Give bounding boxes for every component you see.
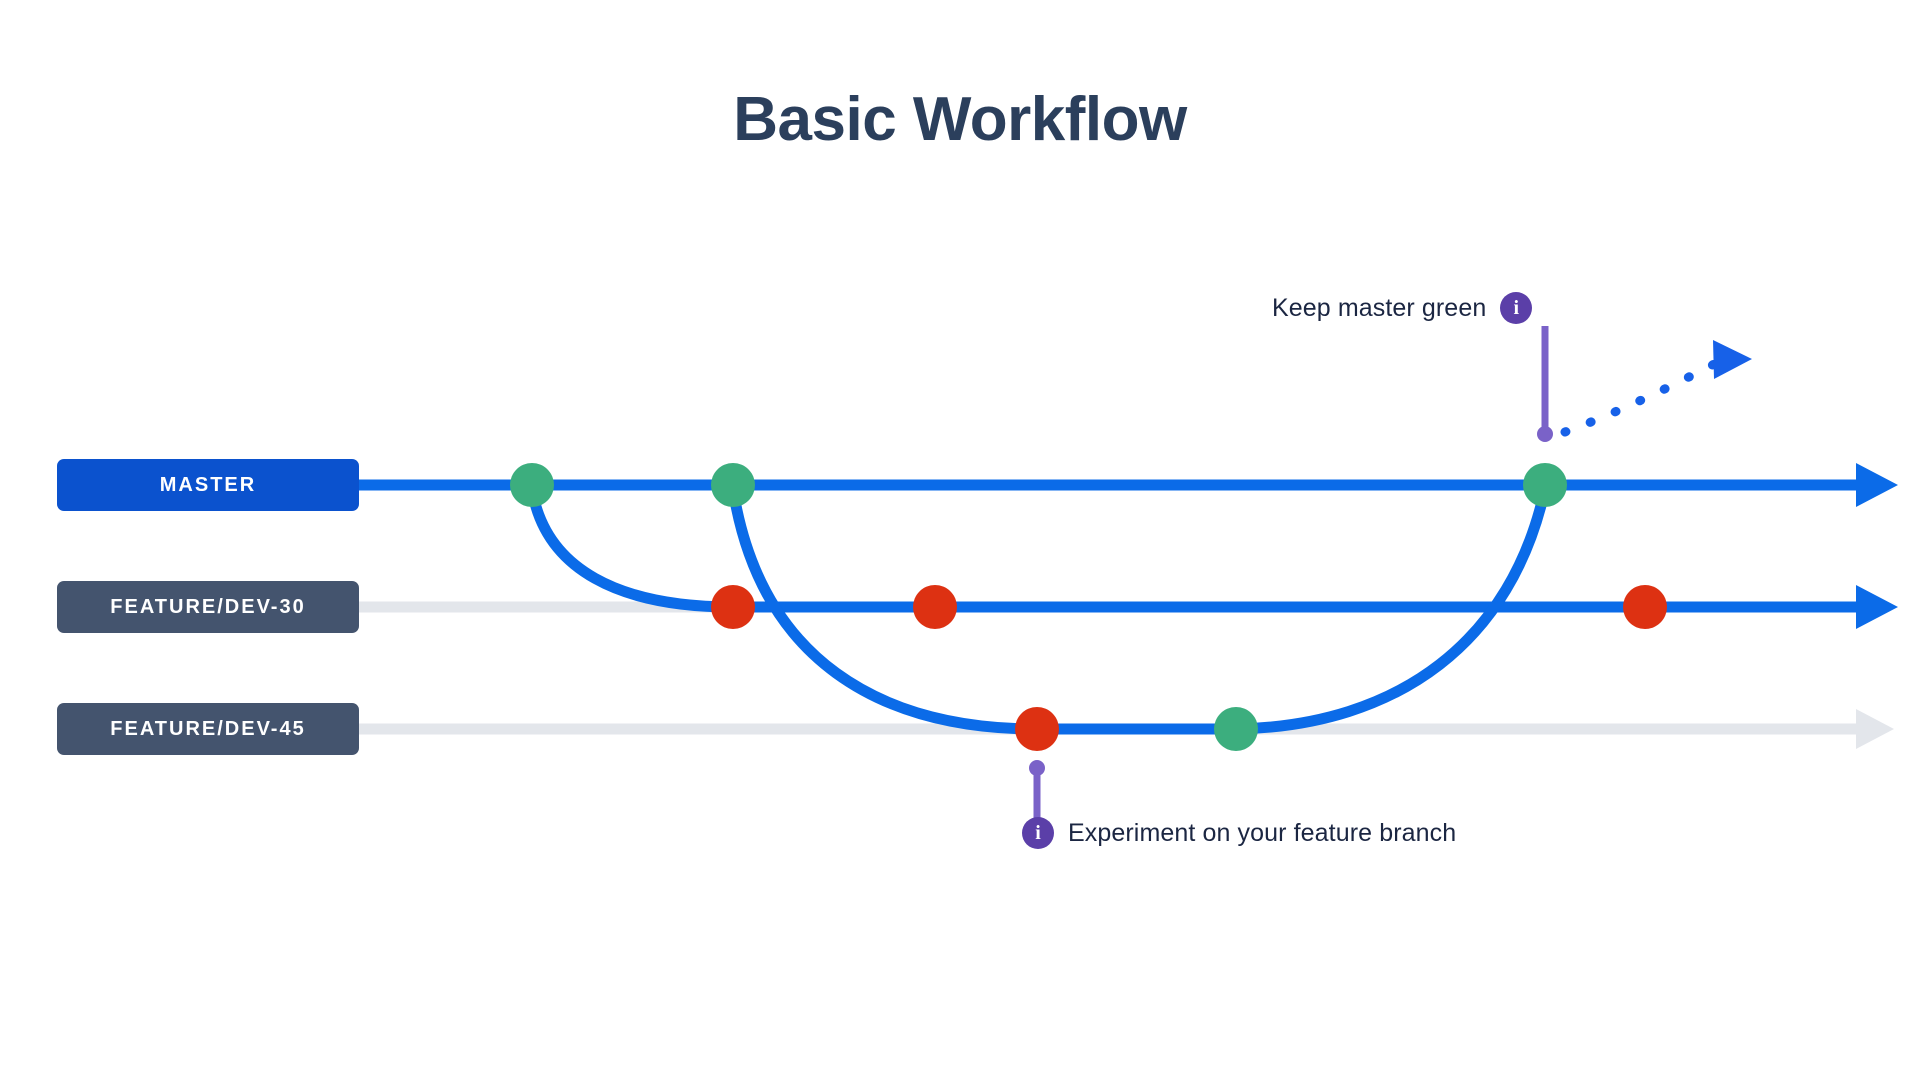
dotted-arrow-path xyxy=(1560,355,1727,437)
annotation-stem-dot-top xyxy=(1537,426,1553,442)
commit-node-dev30-1[interactable] xyxy=(711,585,755,629)
branch-curve-master-to-dev45 xyxy=(727,483,1043,735)
dev30-arrowhead xyxy=(1856,585,1898,629)
branch-badge-feature-dev-30[interactable]: FEATURE/DEV-30 xyxy=(57,581,359,633)
dev30-branch-line xyxy=(733,585,1898,629)
master-arrowhead xyxy=(1856,463,1898,507)
info-icon[interactable]: i xyxy=(1022,817,1054,849)
annotation-stem-keep-master-green xyxy=(1537,326,1553,442)
master-branch-line xyxy=(359,463,1898,507)
merge-curve-dev45-to-master xyxy=(1230,483,1551,735)
dotted-forward-arrow xyxy=(1560,340,1752,437)
annotation-stem-dot-bottom xyxy=(1029,760,1045,776)
annotation-experiment-on-feature-branch[interactable]: i Experiment on your feature branch xyxy=(1022,817,1456,849)
branch-badge-feature-dev-30-label: FEATURE/DEV-30 xyxy=(110,595,306,618)
branch-badge-feature-dev-45[interactable]: FEATURE/DEV-45 xyxy=(57,703,359,755)
annotation-stem-experiment xyxy=(1029,760,1045,820)
branch-badge-feature-dev-45-label: FEATURE/DEV-45 xyxy=(110,717,306,740)
dev45-arrowhead-inactive xyxy=(1856,709,1894,749)
commit-node-dev30-2[interactable] xyxy=(913,585,957,629)
branch-badge-master-label: MASTER xyxy=(159,473,257,496)
commit-node-dev45-1[interactable] xyxy=(1015,707,1059,751)
page-title: Basic Workflow xyxy=(733,85,1187,154)
commit-nodes xyxy=(510,463,1667,751)
annotation-experiment-label: Experiment on your feature branch xyxy=(1068,818,1457,847)
annotation-keep-master-green[interactable]: Keep master green i xyxy=(1272,292,1533,324)
commit-node-master-2[interactable] xyxy=(711,463,755,507)
commit-node-dev45-2[interactable] xyxy=(1214,707,1258,751)
commit-node-master-1[interactable] xyxy=(510,463,554,507)
info-icon[interactable]: i xyxy=(1500,292,1533,324)
branch-badge-master[interactable]: MASTER xyxy=(57,459,359,511)
branch-curve-master-to-dev30 xyxy=(526,483,739,613)
annotation-keep-master-green-label: Keep master green xyxy=(1272,293,1487,322)
commit-node-dev30-3[interactable] xyxy=(1623,585,1667,629)
commit-node-master-3[interactable] xyxy=(1523,463,1567,507)
dotted-arrowhead xyxy=(1713,340,1752,379)
